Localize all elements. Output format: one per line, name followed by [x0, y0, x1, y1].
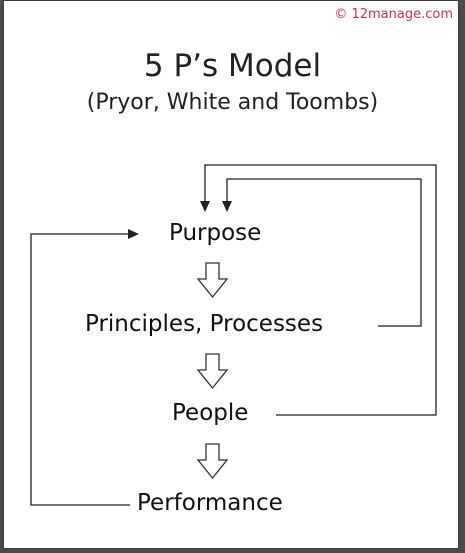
- copyright-text[interactable]: © 12manage.com: [334, 7, 453, 22]
- stage-people: People: [172, 400, 249, 426]
- down-arrow-icon: [196, 353, 229, 390]
- diagram-subtitle: (Pryor, White and Toombs): [86, 90, 379, 115]
- feedback-line-performance: [30, 233, 130, 506]
- down-arrow-icon: [196, 262, 229, 299]
- stage-purpose: Purpose: [169, 220, 262, 246]
- arrowhead-icon: [200, 201, 210, 212]
- diagram-frame: [3, 0, 459, 549]
- down-arrow-icon: [196, 443, 229, 480]
- feedback-line-people: [204, 164, 437, 416]
- arrowhead-icon: [128, 229, 139, 239]
- diagram-title: 5 P’s Model: [143, 48, 322, 84]
- stage-performance: Performance: [137, 490, 283, 516]
- feedback-line-principles: [226, 178, 422, 327]
- stage-principles-processes: Principles, Processes: [85, 311, 324, 337]
- arrowhead-icon: [222, 201, 232, 212]
